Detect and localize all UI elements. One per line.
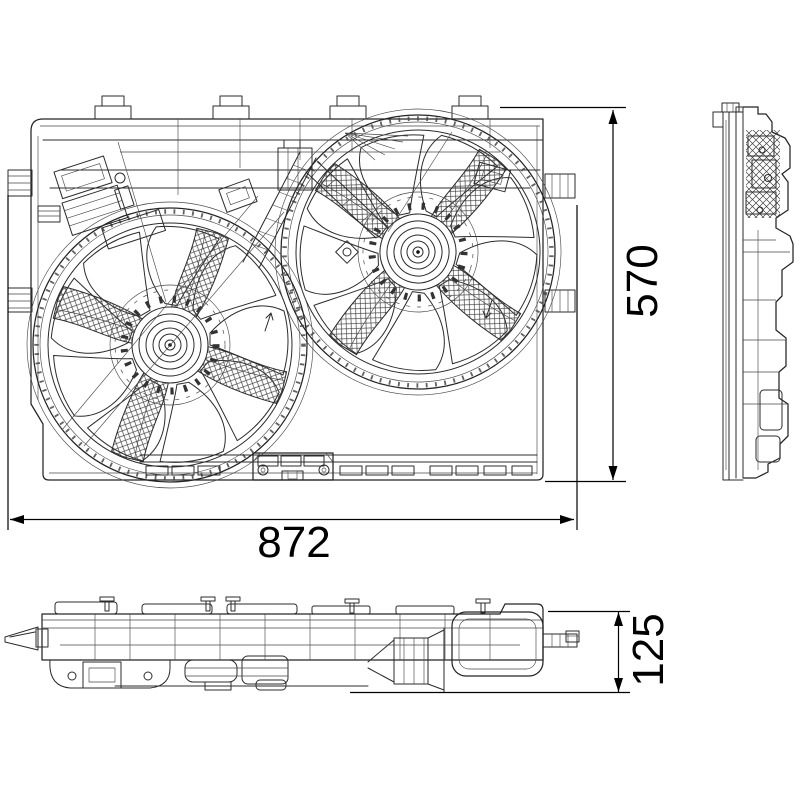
- dimension-depth-label: 125: [624, 613, 673, 686]
- bottom-view: [4, 596, 580, 693]
- extension-lines-depth: [350, 610, 630, 694]
- center-bracket: [252, 452, 334, 481]
- extension-lines-height: [500, 106, 626, 483]
- arrow-up-icon: [608, 110, 618, 124]
- arrow-right-icon: [560, 515, 574, 524]
- shroud-frame: [7, 95, 576, 481]
- arrow-down-icon: [608, 466, 618, 480]
- mounting-tabs-top: [94, 95, 489, 120]
- bottom-rail-slots: [145, 465, 533, 476]
- dimension-height: 570: [500, 106, 667, 483]
- dimension-height-label: 570: [618, 244, 667, 317]
- arrow-up-icon: [614, 612, 623, 626]
- dimension-depth: 125: [350, 610, 673, 694]
- arrow-left-icon: [10, 515, 24, 524]
- side-brackets: [7, 169, 576, 313]
- extension-lines-width: [7, 195, 578, 530]
- side-view: [712, 102, 794, 481]
- front-view: [7, 72, 598, 488]
- front-details: [37, 131, 538, 481]
- bottom-view-pins: [99, 596, 491, 614]
- dimension-width: 872: [7, 195, 578, 567]
- bottom-view-tabs: [54, 601, 455, 615]
- arrow-down-icon: [614, 678, 623, 692]
- dimension-width-label: 872: [257, 518, 330, 567]
